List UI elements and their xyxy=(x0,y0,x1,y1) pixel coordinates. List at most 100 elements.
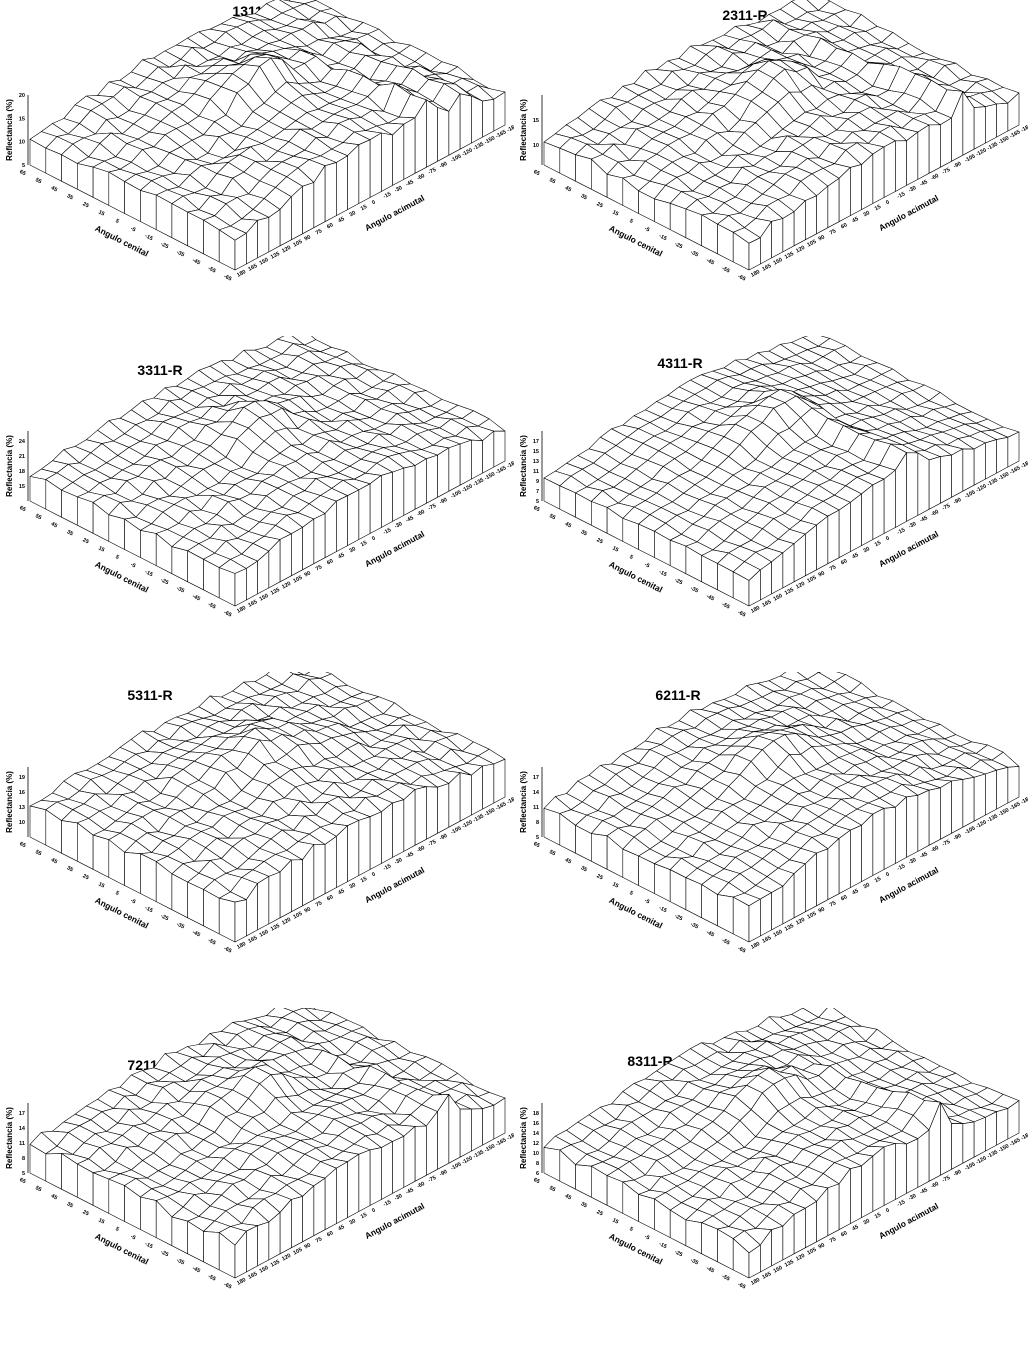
surface-cell xyxy=(392,123,405,186)
y-tick-label: 8 xyxy=(22,1156,25,1162)
z-tick-label: 90 xyxy=(304,906,312,914)
x-tick-label: -25 xyxy=(159,913,169,922)
x-tick-label: 55 xyxy=(548,177,556,185)
surface-mesh xyxy=(29,0,506,271)
z-tick-label: 0 xyxy=(885,200,891,207)
z-tick-label: 60 xyxy=(840,1230,848,1238)
surface-cell xyxy=(313,844,326,900)
surface-cell xyxy=(928,456,941,510)
surface-cell xyxy=(92,1172,110,1214)
z-tick-label: -60 xyxy=(930,1181,940,1190)
z-tick-label: 60 xyxy=(326,558,334,566)
y-tick-label: 10 xyxy=(533,1151,539,1157)
z-tick-label: 165 xyxy=(247,935,258,945)
surface-cell xyxy=(218,567,236,607)
surface-cell xyxy=(861,1155,874,1218)
surface-cell xyxy=(268,871,281,925)
surface-cell xyxy=(77,496,94,534)
surface-cell xyxy=(849,164,862,216)
x-axis-label: Angulo cenital xyxy=(608,1231,665,1267)
surface-cell xyxy=(793,1208,806,1255)
z-tick-label: -165 xyxy=(495,801,508,811)
surface-cell xyxy=(793,863,806,919)
x-tick-label: 45 xyxy=(50,521,58,529)
x-tick-label: 45 xyxy=(564,857,572,865)
x-tick-label: 55 xyxy=(548,849,556,857)
surface-cell xyxy=(268,209,281,253)
x-tick-label: -35 xyxy=(175,249,185,258)
surface-cell xyxy=(335,155,348,216)
x-tick-label: 5 xyxy=(628,554,633,561)
z-tick-label: -105 xyxy=(450,153,463,163)
z-tick-label: 45 xyxy=(337,888,345,896)
x-tick-label: 15 xyxy=(97,545,105,553)
x-tick-label: -65 xyxy=(737,1282,747,1291)
z-tick-label: 180 xyxy=(750,605,761,615)
y-axis-label: Reflectancia (%) xyxy=(519,1107,528,1169)
y-axis-label: Reflectancia (%) xyxy=(519,435,528,497)
z-tick-label: 105 xyxy=(806,575,817,585)
surface-cell xyxy=(996,767,1009,810)
x-tick-label: -45 xyxy=(191,257,201,266)
z-tick-label: -45 xyxy=(405,179,415,188)
surface-cell xyxy=(996,102,1009,138)
surface-cell xyxy=(257,876,270,931)
z-tick-label: -30 xyxy=(394,521,404,530)
z-tick-label: 180 xyxy=(236,941,247,951)
z-tick-label: -180 xyxy=(1020,123,1028,133)
y-axis-label: Reflectancia (%) xyxy=(519,771,528,833)
z-tick-label: -30 xyxy=(908,857,918,866)
z-tick-label: -120 xyxy=(975,147,988,157)
y-tick-label: 11 xyxy=(533,805,539,811)
surface-cell xyxy=(872,1146,885,1212)
z-tick-label: -180 xyxy=(506,123,514,133)
surface-cell xyxy=(973,773,986,822)
x-tick-label: 15 xyxy=(611,1217,619,1225)
z-tick-label: 105 xyxy=(806,239,817,249)
z-tick-label: -105 xyxy=(964,153,977,163)
surface-cell xyxy=(973,1117,986,1158)
z-tick-label: 105 xyxy=(292,911,303,921)
surface-cell xyxy=(493,1097,506,1140)
surface-cell xyxy=(290,527,303,577)
z-tick-label: 60 xyxy=(326,222,334,230)
x-tick-label: 25 xyxy=(81,201,89,209)
x-tick-label: -35 xyxy=(175,921,185,930)
surface-cell xyxy=(984,769,997,816)
z-tick-label: -75 xyxy=(427,839,437,848)
x-axis-label: Angulo cenital xyxy=(608,559,665,595)
z-tick-label: 0 xyxy=(885,1208,891,1215)
z-axis-label: Angulo acimutal xyxy=(877,529,940,569)
chart-title: 4311-R xyxy=(657,355,702,371)
surface-cell xyxy=(804,1201,817,1249)
y-tick-label: 18 xyxy=(19,469,25,475)
surface-cell xyxy=(313,513,326,564)
surface-cell xyxy=(928,787,941,846)
z-tick-label: -45 xyxy=(919,179,929,188)
z-tick-label: -150 xyxy=(484,807,497,817)
y-tick-label: 17 xyxy=(533,439,539,445)
surface-cell xyxy=(448,443,461,492)
surface-cell xyxy=(591,833,608,870)
z-tick-label: -135 xyxy=(472,1149,485,1159)
x-tick-label: 65 xyxy=(532,1177,540,1185)
surface-cell xyxy=(906,131,919,186)
y-tick-label: 15 xyxy=(19,116,25,122)
z-tick-label: -75 xyxy=(941,167,951,176)
z-tick-label: 15 xyxy=(874,1212,882,1220)
z-tick-label: -165 xyxy=(1009,1137,1022,1147)
y-tick-label: 9 xyxy=(536,479,539,485)
z-tick-label: 75 xyxy=(315,900,323,908)
z-tick-label: -75 xyxy=(941,503,951,512)
surface-cell xyxy=(827,838,840,900)
z-tick-label: -135 xyxy=(986,1149,999,1159)
surface-cell xyxy=(302,182,315,235)
x-tick-label: -25 xyxy=(673,913,683,922)
z-tick-label: -30 xyxy=(394,857,404,866)
x-tick-label: 5 xyxy=(628,218,633,225)
